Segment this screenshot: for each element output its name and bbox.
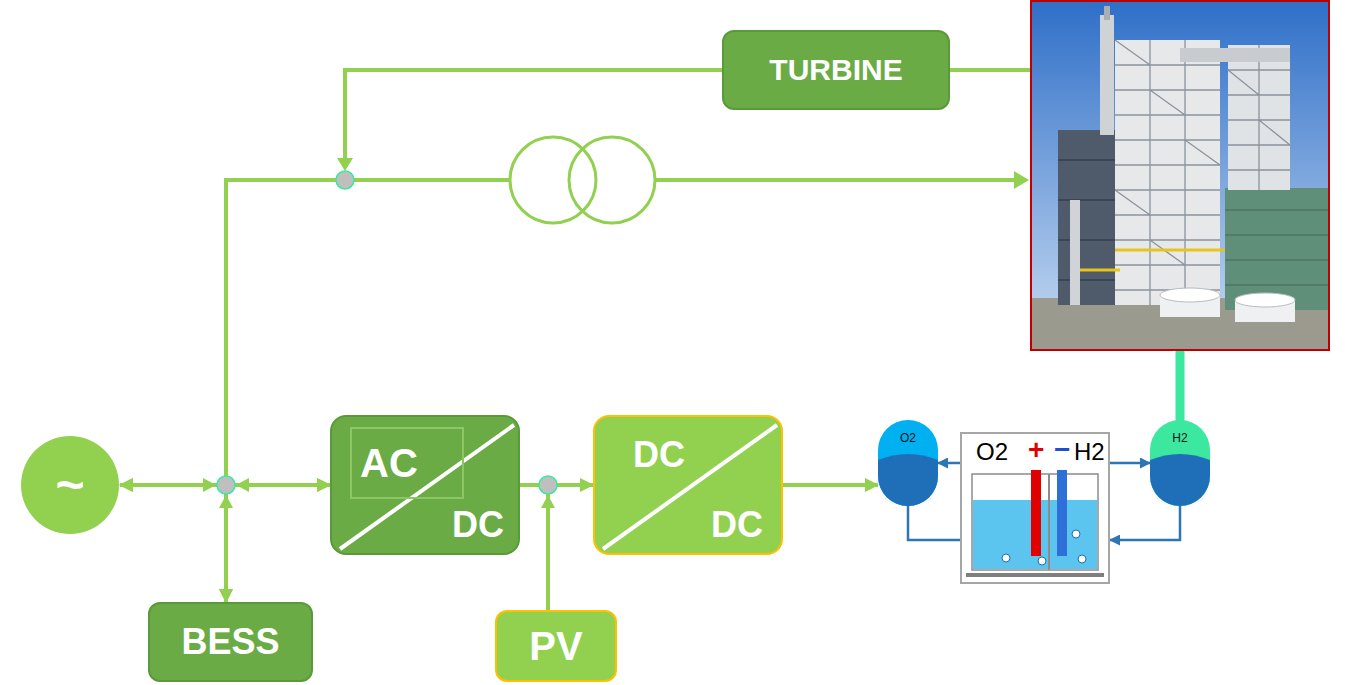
junction-dot [336,171,354,189]
oxygen-tank: O2 [878,420,938,506]
node-label: DC [633,437,685,473]
plant-stack [1070,200,1080,305]
arrow-head [1014,171,1029,189]
cathode [1057,470,1067,556]
box-label: BESS [181,624,279,660]
node-label: O2 [878,432,938,444]
arrow-head [337,158,353,171]
flow-connector [1110,462,1150,465]
arrow-head [219,495,233,508]
node-label: AC [350,427,464,499]
grid-circle [21,436,119,534]
flow-connector [120,485,226,602]
junction-dot [539,476,557,494]
plant-tower-lattice [1228,45,1290,190]
anode [1031,470,1041,556]
plant-tower [1228,45,1290,190]
gas-bubble [1038,557,1046,565]
ac-dc-converter-box: AC DC [330,415,520,555]
plant-building-lines [1225,210,1329,285]
flow-connector [548,485,593,610]
plant-chimney-top [1104,6,1110,20]
plant-photo-frame [1031,1,1329,350]
flow-connector [783,483,878,487]
node-label: − [1054,436,1070,464]
converter-diagonal [603,425,777,549]
plant-boiler-bands [1058,160,1115,280]
transformer-symbol [569,137,655,223]
plant-sky [1031,1,1329,349]
plant-feed-wire [655,178,1016,182]
plant-tank-top [1235,293,1295,307]
arrow-head [203,478,216,492]
flow-connector [226,485,330,602]
flow-connector [938,462,960,465]
node-label: DC [711,507,763,543]
turbine-wire [345,70,722,168]
dc-dc-converter-box: DC DC [593,415,783,555]
plant-lattice [1115,40,1220,305]
grid-source-circle: ~ [20,435,120,535]
plant-tank-top [1160,288,1220,302]
source-symbol: ~ [55,460,84,510]
gas-bubble [1072,530,1080,538]
bess-box: BESS [148,602,313,682]
gas-bubble [1002,554,1010,562]
arrow-head [236,478,249,492]
tank-liquid [878,454,938,506]
node-label: H2 [1074,440,1105,464]
converter-diagonal [340,425,514,549]
node-label: H2 [1150,432,1210,444]
plant-chimney [1100,15,1114,135]
tank-gas [878,420,938,506]
tank-gas [1150,420,1210,506]
hydrogen-tank: H2 [1150,420,1210,506]
plant-building [1225,188,1329,310]
transformer-wire [354,178,510,182]
gas-bubble [1078,555,1086,563]
pv-box: PV [495,610,617,682]
turbine-box: TURBINE [722,30,950,110]
plant-pipes [1080,250,1225,270]
junction-dot [217,476,235,494]
steam-wire [950,68,1030,72]
tank-liquid [1150,454,1210,506]
arrow-head [541,495,555,508]
flow-connector [908,506,960,540]
node-label: O2 [976,440,1008,464]
plant-bridge [1180,48,1290,62]
flow-connector [1110,506,1180,540]
cell-membrane [1048,474,1050,570]
grid-wire [226,180,336,476]
electrolyzer-cell: O2 +−H2 [960,432,1110,584]
node-label: + [1028,436,1044,464]
plant-steel-structure [1115,40,1220,305]
plant-boiler [1058,130,1115,305]
box-label: PV [529,626,582,666]
cell-base [966,573,1104,577]
box-label: TURBINE [769,55,902,85]
hydrogen-pipe [1176,351,1185,422]
node-label: DC [452,507,504,543]
